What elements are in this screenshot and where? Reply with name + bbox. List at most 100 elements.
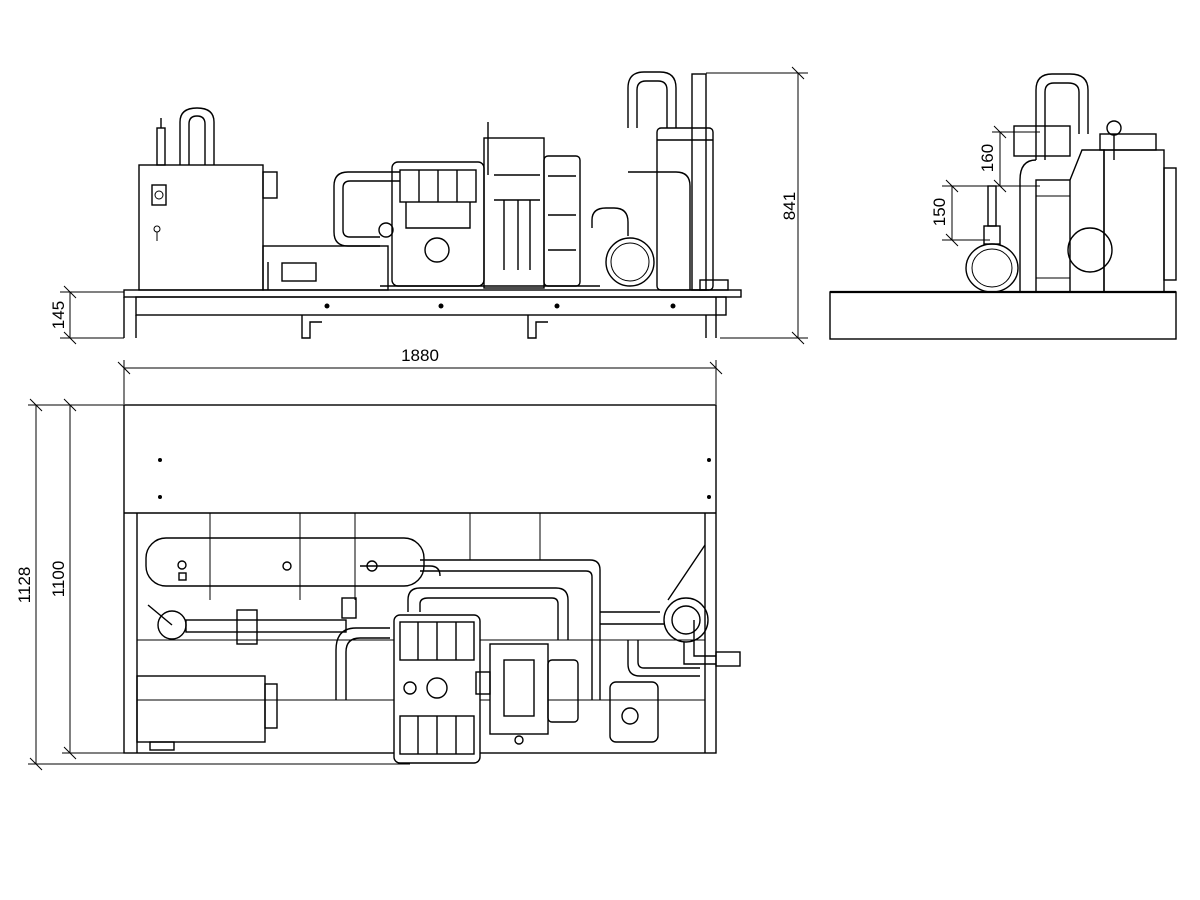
side-top-pipe-loop-inner [1044, 82, 1080, 160]
front-oil-separator-frame [483, 137, 545, 289]
top-compressor-suction-loop-inner [345, 637, 390, 700]
top-control-box-gland [264, 683, 278, 729]
top-suction-line [185, 619, 347, 633]
top-discharge-pipe [420, 559, 601, 700]
tick [63, 398, 77, 412]
top-horizontal-receiver [145, 537, 425, 587]
top-liquid-line [360, 565, 441, 577]
top-compressor-crank [426, 677, 448, 699]
side-top-pipe-loop-outer [1035, 73, 1089, 160]
tick [791, 66, 805, 80]
front-liquid-line-box [262, 245, 389, 291]
front-filter-drier [281, 262, 317, 282]
side-separator-cap [1099, 133, 1157, 151]
side-compressor-motor [1067, 227, 1113, 273]
front-top-pipe-loop-inner [636, 80, 668, 128]
front-base-beam [135, 296, 727, 316]
front-main-switch [151, 184, 167, 206]
top-suction-manifold [407, 587, 569, 640]
top-compressor-body [393, 614, 481, 764]
side-receiver-end [965, 243, 1019, 293]
top-suction-manifold-inner [419, 597, 559, 640]
side-sensor-tube [987, 185, 997, 227]
top-control-box-foot [149, 741, 175, 751]
front-suction-pipe-outer [333, 171, 400, 247]
front-top-pipe-loop-outer [627, 71, 677, 128]
top-receiver-port [177, 560, 187, 570]
tick [117, 361, 131, 375]
top-accumulator-strut [147, 604, 173, 626]
front-base-bolt [670, 303, 676, 309]
front-riser-pipe [691, 73, 707, 291]
front-base-bolt [324, 303, 330, 309]
top-bolt [707, 458, 711, 462]
top-bolt [158, 458, 162, 462]
top-bolt [707, 495, 711, 499]
front-receiver-flange [610, 242, 650, 282]
front-base-bracket-left [301, 315, 322, 339]
dim-side-height-b: 150 [930, 198, 949, 226]
front-valve-block [699, 279, 729, 291]
front-suction-pipe-inner [342, 180, 400, 238]
side-receiver-end-inner [971, 248, 1013, 288]
top-liquid-valve [366, 560, 378, 572]
top-oil-separator [663, 597, 709, 643]
top-compressor-valve [403, 681, 417, 695]
dim-front-height: 841 [780, 192, 799, 220]
side-lifting-eye [1106, 120, 1122, 136]
tick [709, 361, 723, 375]
top-oil-separator-inner [671, 605, 701, 635]
front-suction-accumulator [656, 127, 714, 291]
front-cabinet-pipe-loop-outer [179, 107, 215, 165]
side-end-panel [1163, 167, 1177, 281]
top-outlet-valve [715, 651, 741, 667]
side-suction-pipe [1019, 159, 1037, 292]
top-filter-inlet-inner [637, 640, 700, 669]
side-base [829, 291, 1177, 340]
front-cabinet-gland [262, 171, 278, 199]
top-filter-port [621, 707, 639, 725]
tick [993, 179, 1007, 193]
front-return-pipe [628, 171, 691, 290]
top-control-box [136, 675, 266, 743]
top-bolt [158, 495, 162, 499]
front-receiver-pipe [591, 207, 629, 236]
tick [791, 331, 805, 345]
top-terminal-box-gland [514, 735, 524, 745]
top-second-compressor [547, 659, 579, 723]
front-cabinet-lock [153, 225, 161, 233]
front-service-valve [378, 222, 394, 238]
front-view [123, 71, 742, 339]
side-oil-separator [1103, 149, 1165, 293]
top-terminal-box [489, 643, 549, 735]
dim-side-height-a: 160 [978, 144, 997, 172]
front-sensor-tube [156, 127, 166, 166]
tick [63, 331, 77, 345]
dim-depth-outer: 1128 [15, 567, 34, 604]
tick [945, 233, 959, 247]
top-valve-body [236, 609, 258, 645]
top-terminal-box-lid [503, 659, 535, 717]
top-filter-drier-shell [609, 681, 659, 743]
tick [63, 285, 77, 299]
top-separator-outlet-inner [683, 642, 716, 665]
top-separator-outlet [693, 620, 716, 657]
front-base-top-rail [123, 289, 742, 298]
dim-depth-inner: 1100 [49, 561, 68, 598]
front-base-bracket-right [527, 315, 548, 339]
side-vertical-tank [1035, 179, 1071, 293]
front-base-bolt [554, 303, 560, 309]
front-base-bolt [438, 303, 444, 309]
tick [63, 746, 77, 760]
front-cabinet-pipe-loop-inner [188, 115, 206, 165]
top-receiver-port [282, 561, 292, 571]
tick [945, 179, 959, 193]
top-receiver-plug [178, 572, 187, 581]
tick [29, 757, 43, 771]
front-receiver-vessel [605, 237, 655, 287]
side-view [829, 73, 1177, 340]
tick [29, 398, 43, 412]
dim-overall-length: 1880 [401, 346, 439, 365]
front-compressor-crankcase [405, 202, 471, 229]
